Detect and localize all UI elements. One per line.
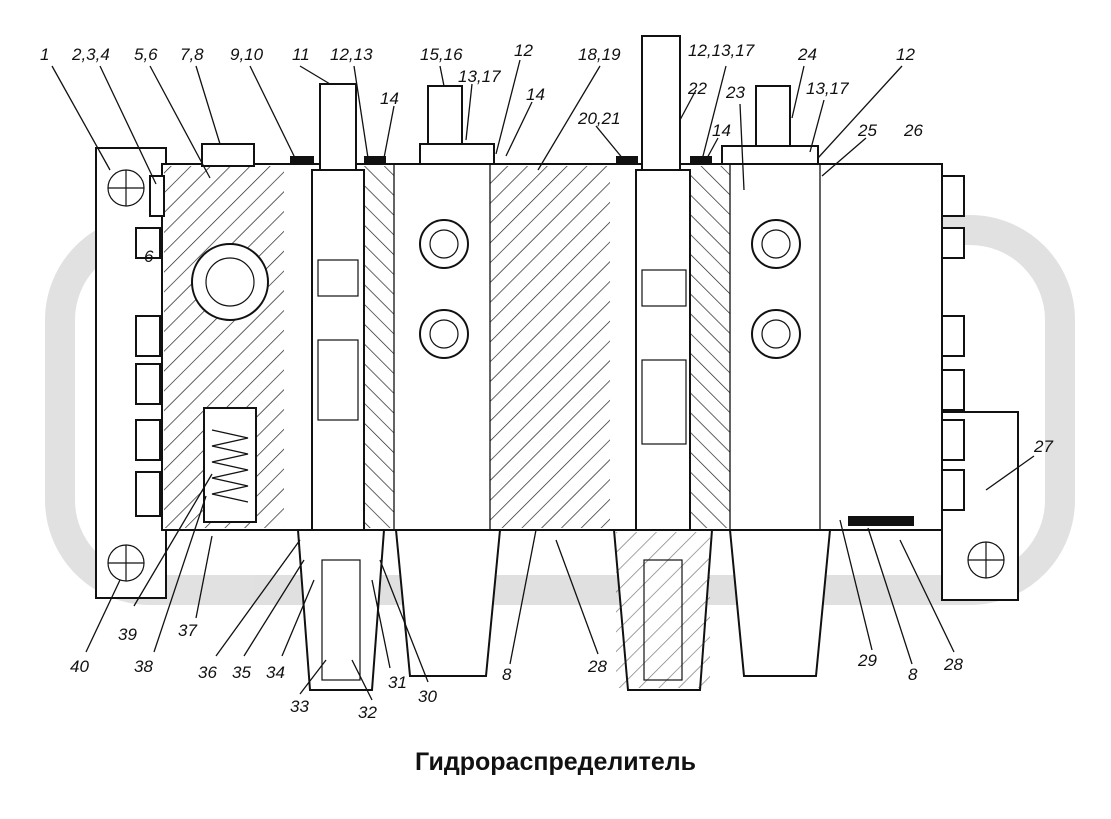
callout-labels: 1 2,3,4 5,6 7,8 9,10 11 12,13 14 15,16 1… (40, 41, 1053, 722)
callout-label: 40 (70, 657, 89, 676)
spool-left (296, 83, 386, 691)
callout-label: 24 (797, 45, 817, 64)
leader-lines (51, 59, 1035, 701)
callout-label: 14 (712, 121, 731, 140)
callout-label: 8 (908, 665, 918, 684)
callout-label: 1 (40, 45, 49, 64)
callout-label: 14 (526, 85, 545, 104)
callout-label: 37 (178, 621, 197, 640)
left-bolts (135, 175, 165, 517)
callout-label: 33 (290, 697, 309, 716)
bottom-caps (394, 529, 832, 677)
callout-label: 31 (388, 673, 407, 692)
section-bores (419, 219, 801, 359)
callout-label: 30 (418, 687, 437, 706)
callout-label: 2,3,4 (71, 45, 110, 64)
top-caps (201, 85, 819, 167)
callout-label: 27 (1033, 437, 1053, 456)
distributor-housing (161, 163, 943, 531)
callout-label: 6 (144, 247, 154, 266)
callout-label: 12 (514, 41, 533, 60)
callout-label: 29 (857, 651, 877, 670)
diagram-title: Гидрораспределитель (414, 748, 697, 776)
callout-label: 26 (903, 121, 923, 140)
callout-label: 12,13,17 (688, 41, 755, 60)
callout-label: 5,6 (134, 45, 158, 64)
callout-label: 39 (118, 625, 137, 644)
spool-right (612, 35, 714, 691)
right-bolts (941, 175, 965, 511)
callout-label: 20,21 (577, 109, 621, 128)
callout-label: 13,17 (806, 79, 849, 98)
callout-label: 23 (725, 83, 745, 102)
seals (290, 156, 914, 526)
callout-label: 9,10 (230, 45, 264, 64)
callout-label: 28 (587, 657, 607, 676)
callout-label: 7,8 (180, 45, 204, 64)
callout-label: 12,13 (330, 45, 373, 64)
callout-label: 18,19 (578, 45, 621, 64)
callout-label: 12 (896, 45, 915, 64)
callout-label: 13,17 (458, 67, 501, 86)
callout-label: 8 (502, 665, 512, 684)
callout-label: 35 (232, 663, 251, 682)
callout-label: 11 (292, 45, 310, 64)
callout-label: 15,16 (420, 45, 463, 64)
callout-label: 36 (198, 663, 217, 682)
relief-valve-spring (203, 407, 257, 523)
callout-label: 38 (134, 657, 153, 676)
callout-label: 28 (943, 655, 963, 674)
callout-label: 32 (358, 703, 377, 722)
callout-label: 34 (266, 663, 285, 682)
callout-label: 14 (380, 89, 399, 108)
callout-label: 22 (687, 79, 707, 98)
callout-label: 25 (857, 121, 877, 140)
